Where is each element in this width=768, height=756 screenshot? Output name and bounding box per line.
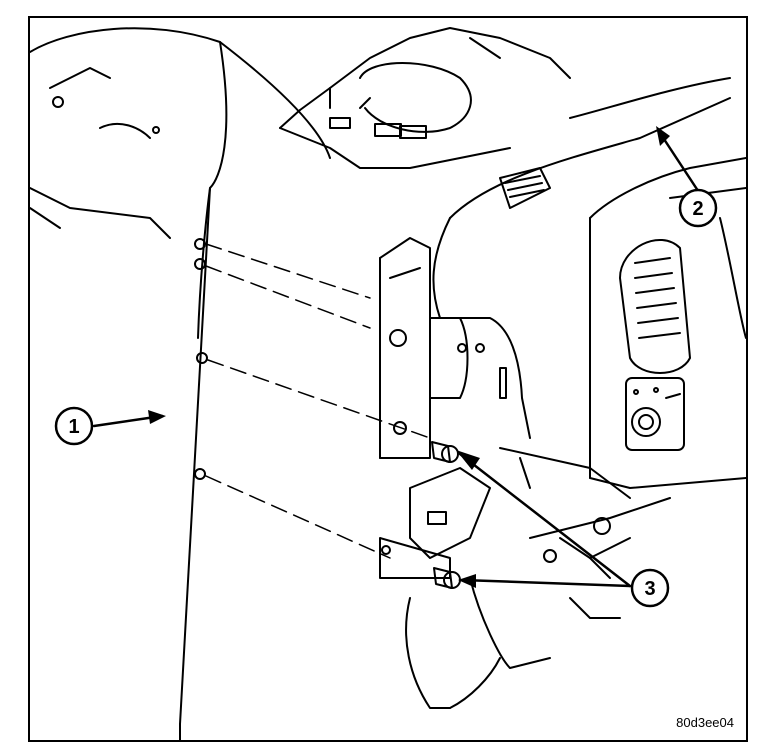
callout-2-label: 2: [692, 198, 703, 220]
callout-3: 3: [630, 568, 670, 608]
callout-2: 2: [678, 188, 718, 228]
callout-3-label: 3: [644, 578, 655, 600]
upper-cowl-bracket: [279, 27, 571, 169]
instrument-panel: [432, 77, 746, 489]
side-air-vent: [619, 238, 691, 374]
callout-1-label: 1: [68, 416, 79, 438]
pillar-mount-holes: [194, 238, 208, 480]
headlamp-switch: [625, 377, 685, 451]
a-pillar-panel: [30, 27, 331, 740]
figure-frame: 1 2 3 80d3ee04: [28, 16, 748, 742]
arrow-heads: [148, 126, 670, 588]
figure-reference-code: 80d3ee04: [676, 715, 734, 730]
mounting-bracket: [379, 237, 507, 459]
callout-1: 1: [54, 406, 94, 446]
line-art-illustration: 1 2 3: [30, 27, 746, 740]
alignment-lines: [205, 243, 431, 559]
